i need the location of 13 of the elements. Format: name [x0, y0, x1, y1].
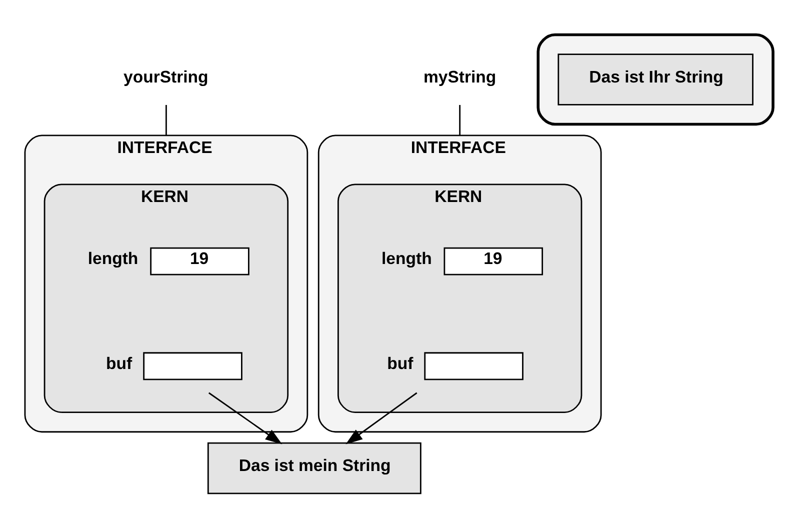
node-label: buf: [387, 354, 414, 373]
arrow: [346, 392, 418, 444]
arrow: [208, 392, 282, 444]
node-label: length: [382, 248, 432, 268]
node-text: myString: [423, 66, 496, 86]
node-box: Das ist Ihr String: [558, 53, 754, 105]
cluster: [536, 32, 774, 126]
node-label: buf: [106, 354, 132, 373]
node-text: yourString: [124, 66, 208, 86]
connector: [459, 104, 461, 135]
node-label: length: [88, 248, 138, 268]
node-box: Das ist mein String: [207, 442, 422, 494]
connector: [166, 104, 167, 135]
